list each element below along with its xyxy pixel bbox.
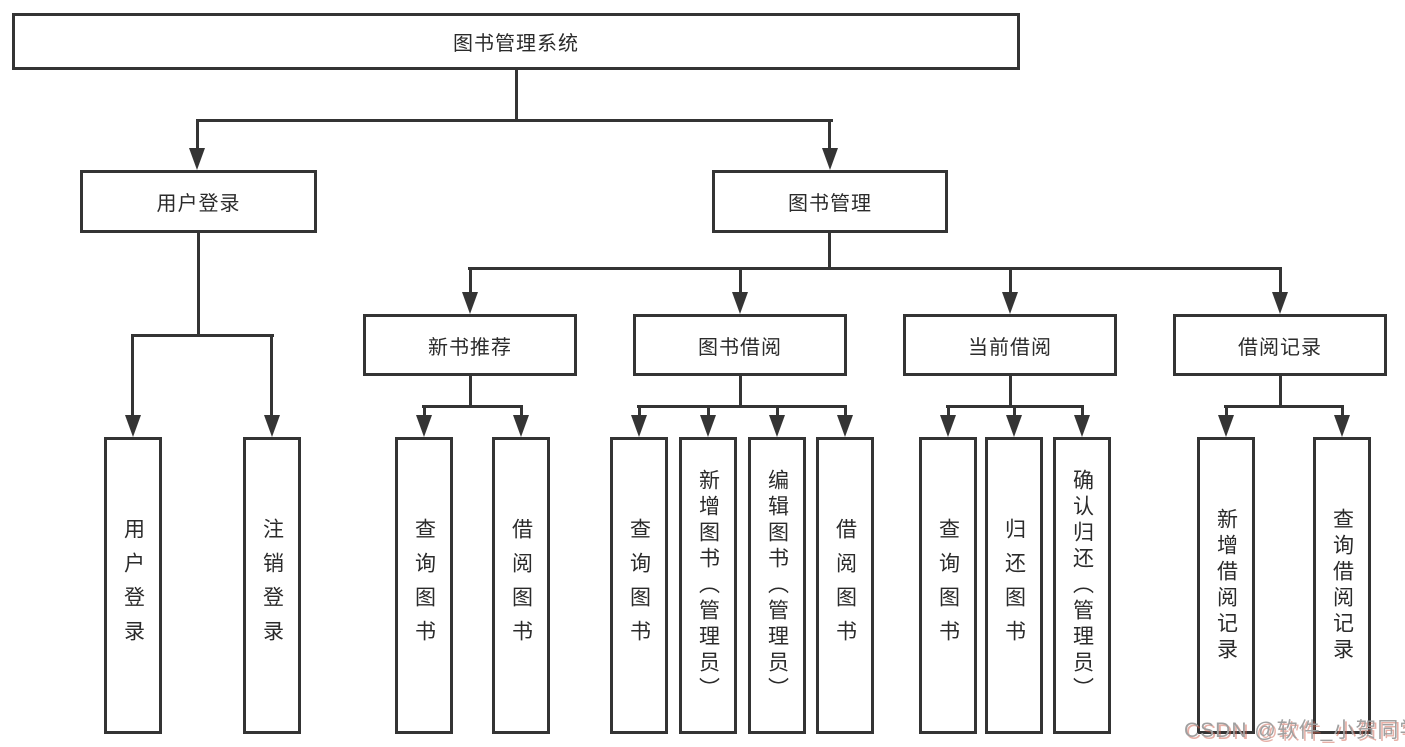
arrowhead-bb-edit-books xyxy=(769,415,785,437)
connector-book-mgmt-arm-1 xyxy=(469,267,472,294)
connector-book-mgmt-stem xyxy=(828,233,831,270)
connector-root-arm-left xyxy=(196,119,199,151)
connector-borrow-bar xyxy=(637,405,847,408)
connector-current-arm-3 xyxy=(1081,405,1084,418)
connector-user-login-arm-1 xyxy=(131,334,134,417)
leaf-label: 用户登录 xyxy=(121,517,145,654)
leaf-label: 借阅图书 xyxy=(833,517,857,654)
connector-root-stem xyxy=(515,70,518,121)
leaf-logout: 注销登录 xyxy=(243,437,301,734)
arrowhead-br-add-record xyxy=(1218,415,1234,437)
connector-user-login-bar xyxy=(131,334,274,337)
arrowhead-nb-query-books xyxy=(416,415,432,437)
node-new-book-recommendation: 新书推荐 xyxy=(363,314,577,376)
node-label: 图书借阅 xyxy=(698,336,782,359)
connector-records-arm-2 xyxy=(1341,405,1344,418)
connector-book-mgmt-arm-4 xyxy=(1279,267,1282,294)
csdn-watermark: CSDN @软件_小贺同学 xyxy=(1184,719,1405,742)
connector-borrow-arm-1 xyxy=(638,405,641,418)
arrowhead-borrow-records xyxy=(1272,292,1288,314)
leaf-label: 查询图书 xyxy=(627,517,651,654)
leaf-borrow-edit-books-admin: 编辑图书（管理员） xyxy=(748,437,806,734)
connector-book-mgmt-bar xyxy=(468,267,1282,270)
connector-borrow-stem xyxy=(739,376,742,407)
arrowhead-leaf-user-login xyxy=(125,415,141,437)
leaf-current-return-books: 归还图书 xyxy=(985,437,1043,734)
leaf-label: 归还图书 xyxy=(1002,517,1026,654)
leaf-records-add-record: 新增借阅记录 xyxy=(1197,437,1255,734)
connector-records-bar xyxy=(1224,405,1344,408)
leaf-label: 查询借阅记录 xyxy=(1330,507,1354,664)
leaf-label: 新增借阅记录 xyxy=(1214,507,1238,664)
leaf-current-query-books: 查询图书 xyxy=(919,437,977,734)
leaf-label: 编辑图书（管理员） xyxy=(765,468,789,703)
leaf-label: 借阅图书 xyxy=(509,517,533,654)
connector-current-stem xyxy=(1009,376,1012,407)
connector-user-login-arm-2 xyxy=(270,334,273,417)
leaf-label: 注销登录 xyxy=(260,517,284,654)
leaf-label: 查询图书 xyxy=(412,517,436,654)
connector-newbook-arm-1 xyxy=(423,405,426,418)
arrowhead-leaf-logout xyxy=(264,415,280,437)
connector-newbook-stem xyxy=(469,376,472,407)
connector-book-mgmt-arm-3 xyxy=(1009,267,1012,294)
arrowhead-bb-borrow-books xyxy=(837,415,853,437)
arrowhead-bb-query-books xyxy=(631,415,647,437)
arrowhead-cb-query-books xyxy=(940,415,956,437)
node-library-management-system: 图书管理系统 xyxy=(12,13,1020,70)
leaf-borrow-borrow-books: 借阅图书 xyxy=(816,437,874,734)
leaf-newbook-query-books: 查询图书 xyxy=(395,437,453,734)
leaf-user-login: 用户登录 xyxy=(104,437,162,734)
arrowhead-current-borrow xyxy=(1002,292,1018,314)
connector-newbook-bar xyxy=(422,405,523,408)
connector-newbook-arm-2 xyxy=(520,405,523,418)
leaf-label: 新增图书（管理员） xyxy=(696,468,720,703)
leaf-label: 确认归还（管理员） xyxy=(1070,468,1094,703)
arrowhead-cb-confirm-return xyxy=(1074,415,1090,437)
node-user-login: 用户登录 xyxy=(80,170,317,233)
arrowhead-book-borrow xyxy=(732,292,748,314)
arrowhead-nb-borrow-books xyxy=(513,415,529,437)
connector-records-arm-1 xyxy=(1225,405,1228,418)
leaf-label: 查询图书 xyxy=(936,517,960,654)
arrowhead-br-query-record xyxy=(1334,415,1350,437)
connector-current-arm-2 xyxy=(1013,405,1016,418)
node-book-management: 图书管理 xyxy=(712,170,948,233)
leaf-borrow-add-books-admin: 新增图书（管理员） xyxy=(679,437,737,734)
connector-user-login-stem xyxy=(197,233,200,337)
arrowhead-book-management xyxy=(822,148,838,170)
node-book-borrowing: 图书借阅 xyxy=(633,314,847,376)
leaf-borrow-query-books: 查询图书 xyxy=(610,437,668,734)
arrowhead-new-book-rec xyxy=(462,292,478,314)
connector-borrow-arm-4 xyxy=(844,405,847,418)
arrowhead-cb-return-books xyxy=(1006,415,1022,437)
connector-root-arm-right xyxy=(828,119,831,151)
connector-borrow-arm-3 xyxy=(776,405,779,418)
connector-current-arm-1 xyxy=(947,405,950,418)
arrowhead-bb-add-books xyxy=(700,415,716,437)
node-label: 图书管理 xyxy=(788,193,872,215)
node-label: 图书管理系统 xyxy=(453,33,579,55)
node-current-borrowing: 当前借阅 xyxy=(903,314,1117,376)
connector-borrow-arm-2 xyxy=(707,405,710,418)
connector-root-bar xyxy=(196,119,833,122)
leaf-records-query-record: 查询借阅记录 xyxy=(1313,437,1371,734)
leaf-newbook-borrow-books: 借阅图书 xyxy=(492,437,550,734)
leaf-current-confirm-return-admin: 确认归还（管理员） xyxy=(1053,437,1111,734)
node-label: 新书推荐 xyxy=(428,336,512,359)
node-label: 借阅记录 xyxy=(1238,336,1322,359)
node-label: 用户登录 xyxy=(156,193,241,215)
arrowhead-user-login xyxy=(189,148,205,170)
node-label: 当前借阅 xyxy=(968,336,1052,359)
connector-book-mgmt-arm-2 xyxy=(739,267,742,294)
connector-records-stem xyxy=(1279,376,1282,407)
node-borrowing-records: 借阅记录 xyxy=(1173,314,1387,376)
